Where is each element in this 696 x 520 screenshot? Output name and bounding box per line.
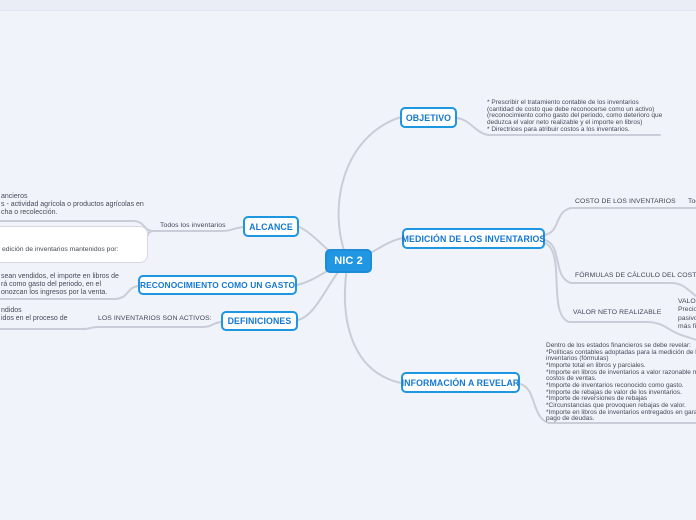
note-line: *Importe de rebajas de valor de los inve… <box>546 388 682 396</box>
note-line: pago de deudas. <box>546 415 595 423</box>
note-line: ancieros <box>1 193 28 200</box>
definiciones-notes[interactable]: ndidos idos en el proceso de <box>1 307 68 323</box>
branch-label-todos-clipped[interactable]: Todos <box>688 198 696 205</box>
note-line: idos en el proceso de <box>1 315 68 322</box>
valor-neto-realizable-notes[interactable]: VALOR Precio pasivo más fia <box>678 298 696 332</box>
top-strip <box>0 0 696 11</box>
note-line: inventarios (fórmulas) <box>546 355 609 363</box>
branch-curve-costo <box>544 207 696 236</box>
note-line: edición de inventarios mantenidos por: <box>2 245 119 253</box>
note-line: * Prescribir el tratamiento contable de … <box>487 99 639 106</box>
note-line: Precio <box>678 306 696 314</box>
note-line: más fia <box>678 323 696 331</box>
note-line: cha o recolección. <box>1 209 58 216</box>
node-alcance[interactable]: ALCANCE <box>243 216 299 237</box>
note-line: rá como gasto del periodo, en el <box>1 281 102 288</box>
node-objetivo[interactable]: OBJETIVO <box>400 107 457 128</box>
alcance-excepciones-notes[interactable]: ancieros s - actividad agrícola o produc… <box>1 193 144 217</box>
note-line: VALOR <box>678 298 696 305</box>
alcance-exception-box[interactable]: edición de inventarios mantenidos por: c… <box>0 226 148 263</box>
branch-curve-reconocimiento-notes <box>0 285 139 300</box>
note-line: costos de ventas. <box>546 375 597 383</box>
branch-label-inventarios-son-activos[interactable]: LOS INVENTARIOS SON ACTIVOS: <box>98 315 212 322</box>
branch-curve-informacion <box>344 260 402 384</box>
branch-curve-alcance-excepciones <box>0 220 154 232</box>
note-line: (reconocimiento como gasto del periodo, … <box>487 112 663 120</box>
branch-curve-objetivo-notes <box>456 117 661 136</box>
note-line: onozcan los ingresos por la venta. <box>1 289 108 296</box>
note-line: deduzca el valor neto realizable y el im… <box>487 118 643 126</box>
branch-label-formulas-calculo-costo[interactable]: FÓRMULAS DE CÁLCULO DEL COSTO <box>575 272 696 279</box>
note-line: *Importe de reversiones de rebajas <box>546 395 648 403</box>
reconocimiento-notes[interactable]: sean vendidos, el importe en libros de r… <box>1 273 119 297</box>
note-line: (cantidad de costo que debe reconocerse … <box>487 105 655 113</box>
branch-curve-objetivo <box>337 116 402 262</box>
branch-label-todos-los-inventarios[interactable]: Todos los inventarios <box>160 222 226 229</box>
branch-label-costo-de-los-inventarios[interactable]: COSTO DE LOS INVENTARIOS <box>575 198 676 205</box>
branch-curve-informacion-notes <box>519 383 696 424</box>
note-line: sean vendidos, el importe en libros de <box>1 273 119 280</box>
branch-curve-alcance-left <box>152 226 244 232</box>
note-line: *Circunstancias que provoquen rebajas de… <box>546 401 686 409</box>
central-node-nic2[interactable]: NIC 2 <box>325 249 372 273</box>
note-line: *Importe de inventarios reconocido como … <box>546 381 684 389</box>
note-line: * Directrices para atribuir costos a los… <box>487 125 630 133</box>
objetivo-notes[interactable]: * Prescribir el tratamiento contable de … <box>487 99 663 133</box>
branch-curve-definiciones-notes <box>0 321 222 330</box>
node-reconocimiento-gasto[interactable]: RECONOCIMIENTO COMO UN GASTO <box>138 275 297 295</box>
note-line: *Importe en libros de inventarios a valo… <box>546 368 696 376</box>
branch-label-valor-neto-realizable[interactable]: VALOR NETO REALIZABLE <box>573 309 662 316</box>
note-line: pasivo <box>678 314 696 322</box>
node-medicion[interactable]: MEDICIÓN DE LOS INVENTARIOS <box>402 228 545 249</box>
node-informacion-a-revelar[interactable]: INFORMACIÓN A REVELAR <box>401 372 520 393</box>
note-line: *Importe total en libros y parciales. <box>546 361 646 369</box>
node-definiciones[interactable]: DEFINICIONES <box>221 311 298 331</box>
note-line: s - actividad agrícola o productos agríc… <box>1 201 144 208</box>
note-line: Dentro de los estados financieros se deb… <box>546 342 691 349</box>
informacion-a-revelar-notes[interactable]: Dentro de los estados financieros se deb… <box>546 342 696 423</box>
note-line: ndidos <box>1 307 22 314</box>
note-line: *Importe en libros de inventarios entreg… <box>546 408 696 416</box>
branch-curve-formulas <box>544 239 696 298</box>
branch-curve-valor-neto <box>544 242 696 341</box>
